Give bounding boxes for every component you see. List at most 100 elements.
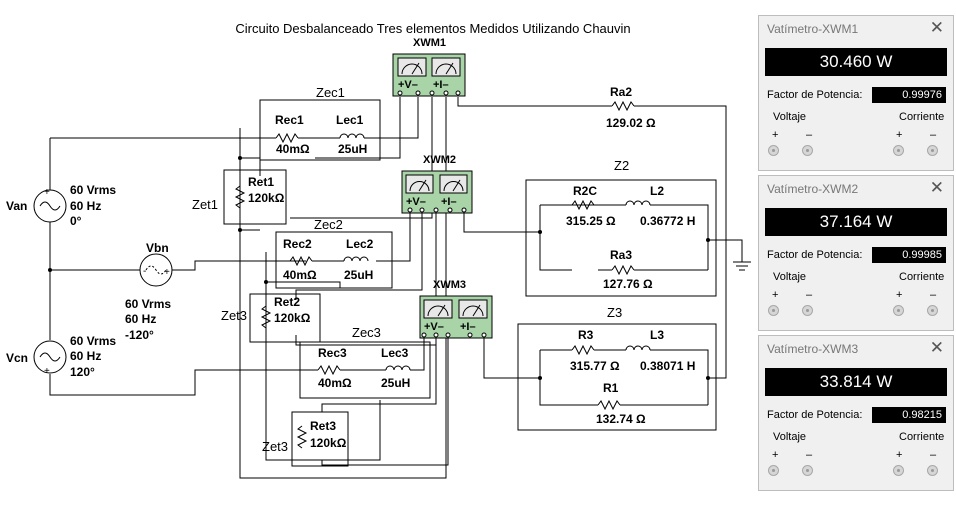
close-icon[interactable]: ✕ xyxy=(929,178,944,197)
voltage-plus-label: + xyxy=(772,129,779,141)
r1-resistor[interactable] xyxy=(597,400,621,410)
rec3-name: Rec3 xyxy=(318,346,347,360)
current-minus-label: – xyxy=(930,289,937,301)
ret3-resistor[interactable] xyxy=(297,425,307,449)
lec1-name: Lec1 xyxy=(336,113,364,127)
l2-inductor[interactable] xyxy=(625,200,651,206)
wattmeter-panel-xwm2: Vatímetro-XWM2 ✕ 37.164 W Factor de Pote… xyxy=(758,175,954,331)
voltage-minus-label: – xyxy=(806,289,813,301)
voltage-plus-label: + xyxy=(772,449,779,461)
circuit-schematic: Circuito Desbalanceado Tres elementos Me… xyxy=(6,21,751,479)
lec3-name: Lec3 xyxy=(381,346,409,360)
voltage-label: Voltaje xyxy=(773,271,807,283)
voltage-minus-label: – xyxy=(806,129,813,141)
current-minus-terminal[interactable] xyxy=(927,145,938,156)
voltage-minus-terminal[interactable] xyxy=(802,305,813,316)
xwm2-i-label: +I– xyxy=(441,196,457,208)
xwm2-v-label: +V– xyxy=(406,196,426,208)
ra3-resistor[interactable] xyxy=(611,265,635,275)
source-van[interactable]: + xyxy=(33,187,67,223)
voltage-plus-terminal[interactable] xyxy=(768,145,779,156)
current-plus-terminal[interactable] xyxy=(893,465,904,476)
current-plus-label: + xyxy=(896,129,903,141)
xwm3-i-label: +I– xyxy=(460,321,476,333)
l3-value: 0.38071 H xyxy=(640,359,695,373)
power-reading: 33.814 W xyxy=(765,368,947,396)
l3-inductor[interactable] xyxy=(625,345,651,351)
panel-title: Vatímetro-XWM3 xyxy=(767,342,859,356)
zec3-label: Zec3 xyxy=(352,325,381,340)
current-label: Corriente xyxy=(899,271,945,283)
r3-value: 315.77 Ω xyxy=(570,359,620,373)
rec2-value: 40mΩ xyxy=(283,268,317,282)
r1-name: R1 xyxy=(603,381,619,395)
ground-symbol xyxy=(733,261,751,271)
ret3-name: Ret3 xyxy=(310,419,336,433)
ra3-value: 127.76 Ω xyxy=(603,277,653,291)
current-plus-label: + xyxy=(896,289,903,301)
zet2-box xyxy=(249,293,321,343)
lec3-inductor[interactable] xyxy=(385,365,411,371)
l3-name: L3 xyxy=(650,328,664,342)
current-minus-label: – xyxy=(930,129,937,141)
power-factor-value: 0.99985 xyxy=(872,247,946,263)
current-plus-terminal[interactable] xyxy=(893,145,904,156)
svg-text:-: - xyxy=(143,266,146,277)
rec1-value: 40mΩ xyxy=(276,142,310,156)
voltage-minus-terminal[interactable] xyxy=(802,145,813,156)
lec2-name: Lec2 xyxy=(346,237,374,251)
power-reading: 37.164 W xyxy=(765,208,947,236)
ret2-value: 120kΩ xyxy=(274,311,311,325)
voltage-plus-terminal[interactable] xyxy=(768,465,779,476)
r3-resistor[interactable] xyxy=(571,345,595,355)
ra2-name: Ra2 xyxy=(610,85,632,99)
voltage-plus-terminal[interactable] xyxy=(768,305,779,316)
rec1-resistor[interactable] xyxy=(275,133,299,143)
xwm1-v-label: +V– xyxy=(398,79,418,91)
wattmeter-xwm3[interactable]: +V– +I– xyxy=(419,295,493,339)
current-label: Corriente xyxy=(899,431,945,443)
voltage-minus-label: – xyxy=(806,449,813,461)
vbn-vrms: 60 Vrms xyxy=(125,297,171,311)
current-minus-terminal[interactable] xyxy=(927,465,938,476)
source-vbn[interactable]: - + xyxy=(139,253,173,287)
z3-box xyxy=(517,323,717,431)
svg-text:+: + xyxy=(44,187,50,198)
current-plus-terminal[interactable] xyxy=(893,305,904,316)
zec1-box xyxy=(259,99,381,161)
wattmeter-xwm2[interactable]: +V– +I– xyxy=(401,170,473,214)
voltage-minus-terminal[interactable] xyxy=(802,465,813,476)
z3-label: Z3 xyxy=(607,305,622,320)
svg-text:+: + xyxy=(44,366,50,377)
xwm1-label: XWM1 xyxy=(413,37,446,49)
lec1-inductor[interactable] xyxy=(339,133,365,139)
current-minus-label: – xyxy=(930,449,937,461)
rec3-resistor[interactable] xyxy=(317,365,341,375)
source-vcn[interactable]: + xyxy=(33,340,67,377)
circuit-title: Circuito Desbalanceado Tres elementos Me… xyxy=(235,21,630,36)
lec2-value: 25uH xyxy=(344,268,373,282)
ret1-value: 120kΩ xyxy=(248,191,285,205)
close-icon[interactable]: ✕ xyxy=(929,18,944,37)
xwm2-label: XWM2 xyxy=(423,154,456,166)
l2-value: 0.36772 H xyxy=(640,214,695,228)
close-icon[interactable]: ✕ xyxy=(929,338,944,357)
lec2-inductor[interactable] xyxy=(343,256,369,262)
current-label: Corriente xyxy=(899,111,945,123)
rec1-name: Rec1 xyxy=(275,113,304,127)
panel-title: Vatímetro-XWM2 xyxy=(767,182,859,196)
current-minus-terminal[interactable] xyxy=(927,305,938,316)
ra2-resistor[interactable] xyxy=(611,101,635,111)
wattmeter-xwm1[interactable]: +V– +I– xyxy=(392,53,466,97)
vbn-name: Vbn xyxy=(146,241,169,255)
vcn-phase: 120° xyxy=(70,365,95,379)
zec3-box xyxy=(299,341,431,399)
xwm3-v-label: +V– xyxy=(424,321,444,333)
power-reading: 30.460 W xyxy=(765,48,947,76)
lec1-value: 25uH xyxy=(338,142,367,156)
van-vrms: 60 Vrms xyxy=(70,183,116,197)
voltage-label: Voltaje xyxy=(773,111,807,123)
vcn-freq: 60 Hz xyxy=(70,349,101,363)
van-name: Van xyxy=(6,199,27,213)
zet2-label: Zet3 xyxy=(221,308,247,323)
